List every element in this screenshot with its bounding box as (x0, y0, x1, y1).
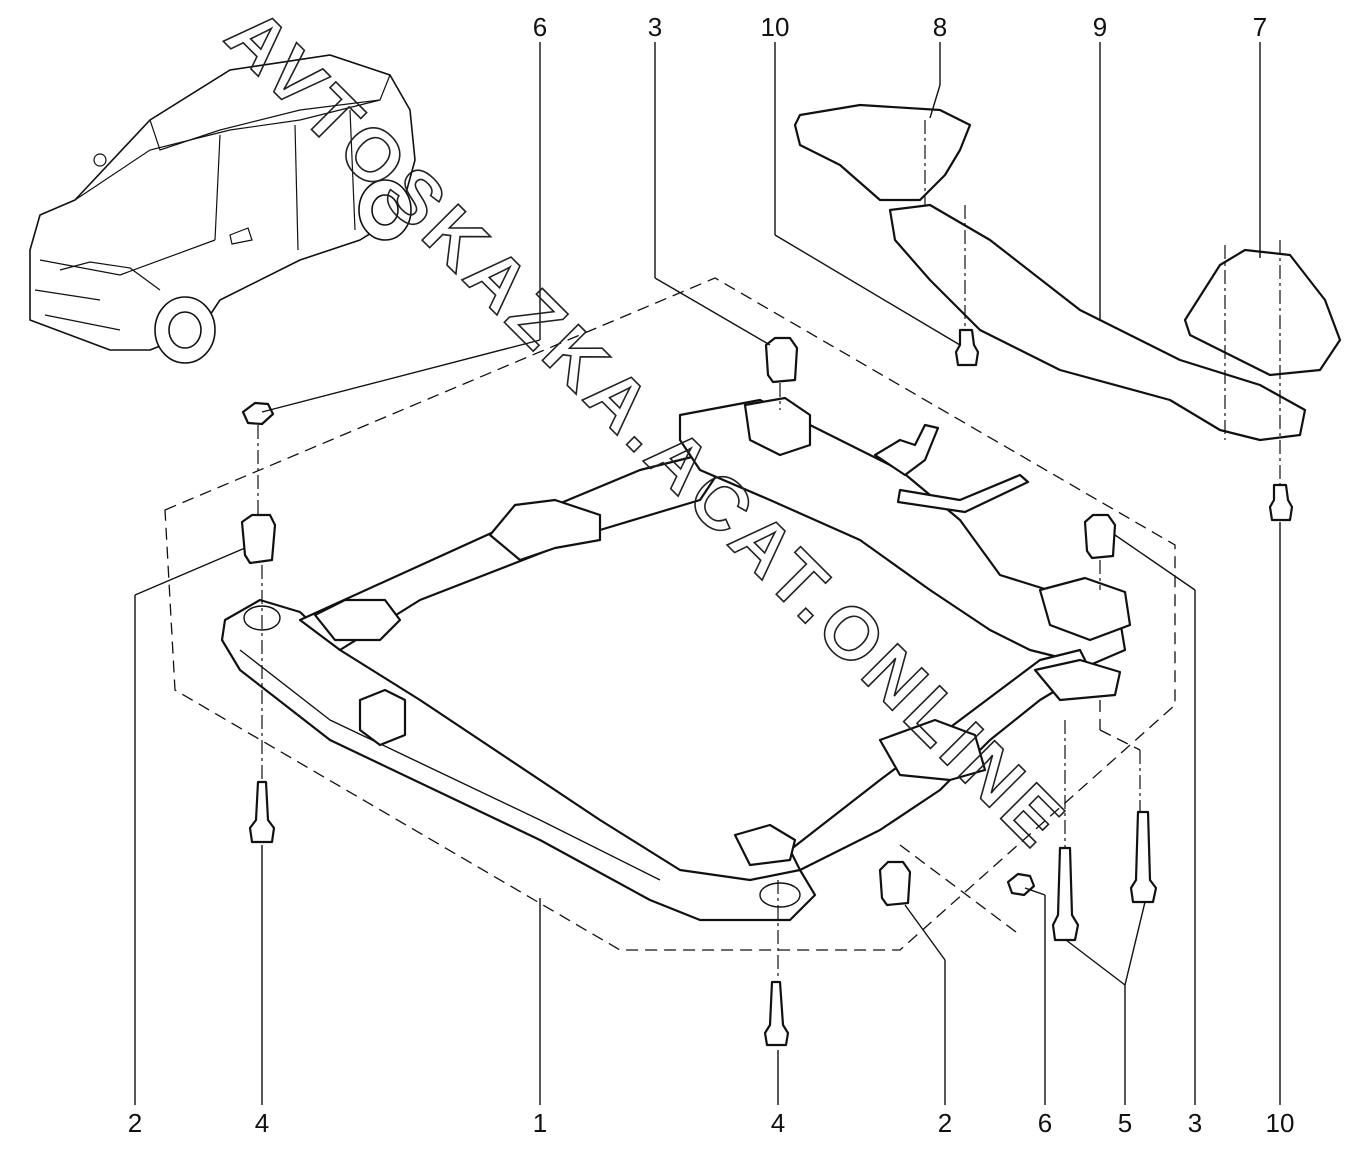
callout-2-right: 2 (938, 1108, 952, 1138)
callout-4-center: 4 (771, 1108, 785, 1138)
mount-plate-7 (1183, 248, 1342, 377)
callout-7: 7 (1253, 12, 1267, 42)
leader-lines (134, 42, 1281, 1105)
callout-3-top: 3 (648, 12, 662, 42)
callouts-bottom: 2 4 1 4 2 6 5 3 10 (128, 1108, 1295, 1138)
fasteners (240, 328, 1294, 1047)
callout-8: 8 (933, 12, 947, 42)
callout-6-top: 6 (533, 12, 547, 42)
assembly-boundary (164, 277, 1176, 951)
callout-4-left: 4 (255, 1108, 269, 1138)
vehicle-location-thumbnail (29, 54, 416, 364)
callout-9: 9 (1093, 12, 1107, 42)
callout-10-top: 10 (761, 12, 790, 42)
callout-2-left: 2 (128, 1108, 142, 1138)
callouts-top: 6 3 10 8 9 7 (533, 12, 1267, 42)
callout-6-bottom: 6 (1038, 1108, 1052, 1138)
callout-10-bottom: 10 (1266, 1108, 1295, 1138)
callout-1: 1 (533, 1108, 547, 1138)
crossbar-9 (888, 203, 1307, 442)
front-subframe (220, 396, 1132, 922)
mount-plate-8 (793, 103, 972, 202)
callout-5: 5 (1118, 1108, 1132, 1138)
callout-3-bottom: 3 (1188, 1108, 1202, 1138)
assembly-axes (257, 120, 1281, 980)
